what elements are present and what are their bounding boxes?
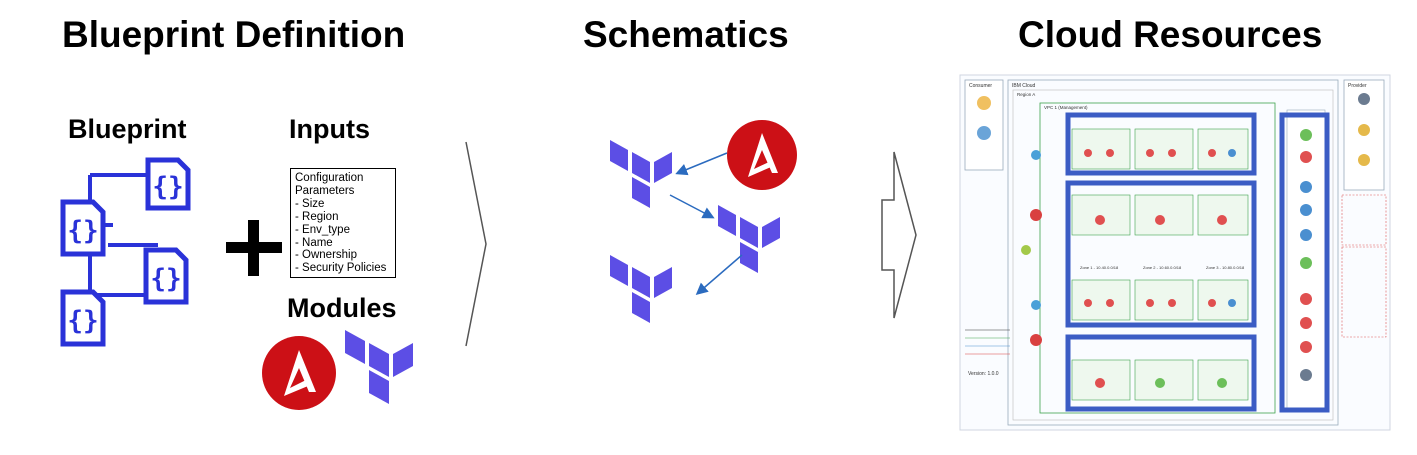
blueprint-files-icon: {} {} {} {} bbox=[60, 157, 191, 347]
input-line: Parameters bbox=[295, 184, 355, 197]
vpc-frame bbox=[1039, 102, 1276, 414]
terraform-node-1 bbox=[610, 140, 672, 208]
input-line: - Security Policies bbox=[295, 262, 387, 275]
cloud-architecture-diagram: Consumer IBM Cloud Region A VPC 1 (Manag… bbox=[959, 74, 1391, 431]
input-line: - Name bbox=[295, 236, 333, 249]
label-inputs: Inputs bbox=[289, 114, 370, 144]
consumer-column bbox=[964, 79, 1004, 171]
ansible-node bbox=[727, 120, 797, 190]
svg-text:{}: {} bbox=[67, 216, 98, 246]
input-line: - Region bbox=[295, 210, 339, 223]
consumer-label: Consumer bbox=[969, 83, 992, 89]
gateway-icons bbox=[1021, 150, 1042, 346]
highlight-boxes bbox=[1065, 112, 1330, 413]
zone-2-label: Zone 2 - 10.60.0.0/18 bbox=[1143, 265, 1182, 270]
provider-label: Provider bbox=[1348, 83, 1367, 89]
input-line: Configuration bbox=[295, 172, 364, 184]
highlight-box-services bbox=[1279, 112, 1330, 413]
policy-notes bbox=[1341, 194, 1387, 338]
highlight-box-middle bbox=[1065, 180, 1257, 328]
region-frame bbox=[1012, 89, 1334, 421]
plus-icon bbox=[226, 220, 282, 276]
version-label: Version: 1.0.0 bbox=[968, 371, 999, 377]
input-line: - Env_type bbox=[295, 223, 350, 236]
zone-1-label: Zone 1 - 10.40.0.0/18 bbox=[1080, 265, 1119, 270]
svg-text:{}: {} bbox=[152, 172, 183, 202]
label-blueprint: Blueprint bbox=[68, 114, 187, 144]
terraform-node-3 bbox=[610, 255, 672, 323]
region-label: Region A bbox=[1017, 92, 1035, 97]
highlight-box-bottom bbox=[1065, 334, 1257, 412]
vpc-label: VPC 1 (Management) bbox=[1044, 105, 1088, 110]
ibm-cloud-frame bbox=[1007, 79, 1339, 426]
flow-arrow-2 bbox=[881, 151, 917, 319]
flow-arrow-1 bbox=[465, 141, 487, 347]
input-line: - Size bbox=[295, 197, 325, 210]
ibm-cloud-label: IBM Cloud bbox=[1012, 83, 1036, 89]
input-line: - Ownership bbox=[295, 249, 357, 262]
heading-blueprint-definition: Blueprint Definition bbox=[62, 14, 406, 55]
legend bbox=[965, 329, 1010, 355]
subnet-node-icons bbox=[1084, 149, 1236, 388]
heading-schematics: Schematics bbox=[583, 14, 789, 55]
svg-text:{}: {} bbox=[150, 264, 181, 294]
heading-cloud-resources: Cloud Resources bbox=[1018, 14, 1323, 55]
ansible-icon bbox=[262, 336, 336, 410]
highlight-box-top bbox=[1065, 112, 1257, 176]
schematics-graph bbox=[610, 120, 797, 323]
zone-3-label: Zone 3 - 10.80.0.0/18 bbox=[1206, 265, 1245, 270]
service-icons bbox=[1300, 129, 1312, 381]
terraform-node-2 bbox=[718, 205, 780, 273]
label-modules: Modules bbox=[287, 293, 397, 323]
subnet-grid bbox=[1071, 128, 1249, 401]
terraform-icon bbox=[345, 330, 413, 404]
svg-text:{}: {} bbox=[67, 306, 98, 336]
inputs-parameter-box: Configuration Parameters - Size - Region… bbox=[290, 168, 396, 278]
